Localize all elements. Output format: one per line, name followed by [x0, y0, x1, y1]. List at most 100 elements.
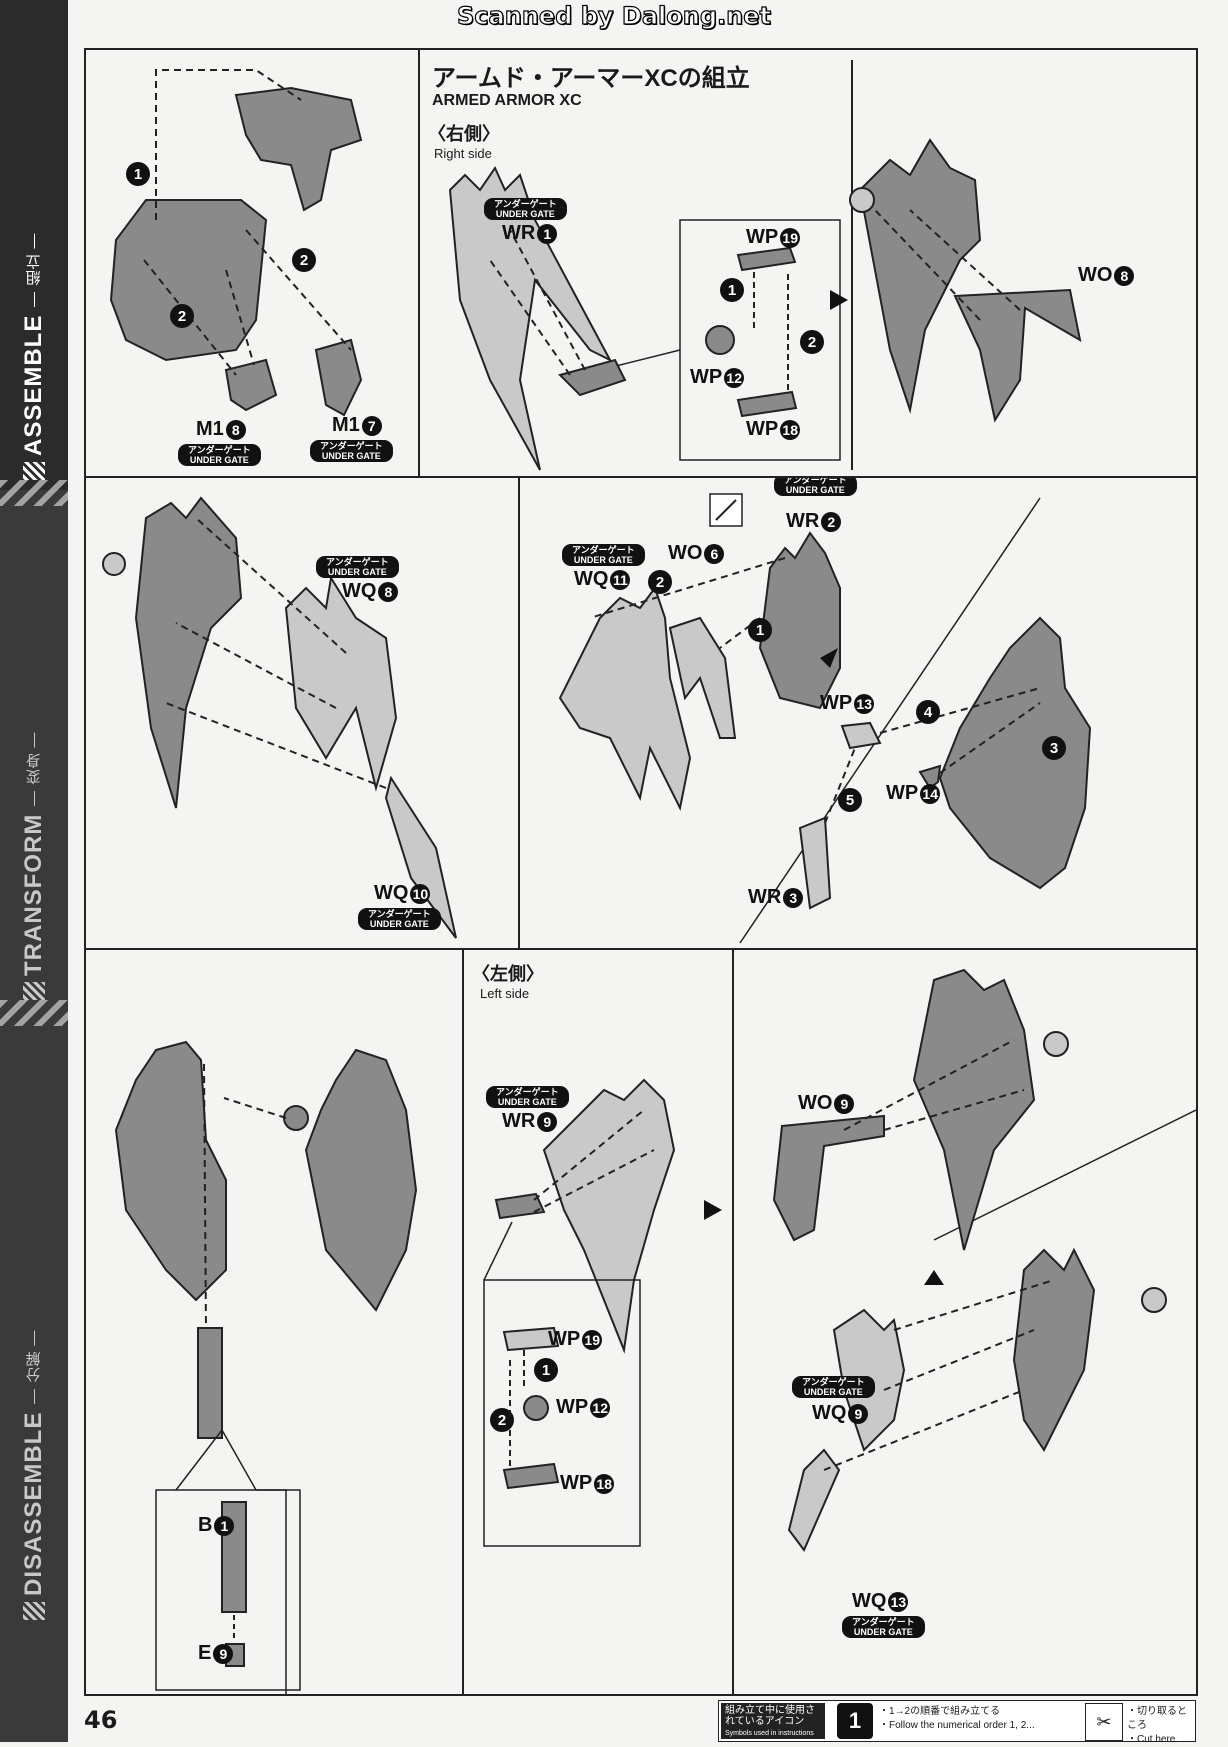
part-wp19-left-shape	[502, 1326, 560, 1352]
step-2-marker: 2	[490, 1408, 514, 1432]
sidebar-assemble-label: ASSEMBLE — 組立 —	[8, 40, 60, 480]
right-side-label-en: Right side	[434, 146, 492, 161]
next-arrow-icon	[924, 1270, 944, 1285]
part-wp-bracket	[558, 358, 627, 397]
sidebar-disassemble-label: DISASSEMBLE — 分解 —	[8, 1150, 60, 1620]
part-wq8-shape	[284, 575, 398, 792]
torso-body	[109, 199, 268, 362]
step-5-marker: 5	[838, 788, 862, 812]
legend-title: 組み立て中に使用されているアイコン Symbols used in instru…	[721, 1703, 825, 1739]
part-wp19-shape	[736, 246, 797, 272]
step-1-marker: 1	[720, 278, 744, 302]
part-m18	[224, 358, 278, 412]
part-wo6-shape	[668, 616, 737, 739]
step-2-marker: 2	[170, 304, 194, 328]
part-wp18-shape	[736, 390, 798, 418]
part-wr9-shape	[542, 1078, 676, 1354]
icon-legend: 組み立て中に使用されているアイコン Symbols used in instru…	[718, 1700, 1196, 1745]
part-m17	[314, 338, 363, 417]
next-arrow-icon	[704, 1200, 722, 1220]
cut-here-icon: ✂	[1085, 1703, 1123, 1741]
section-title-en: ARMED ARMOR XC	[432, 92, 582, 109]
hatch-icon	[23, 1602, 45, 1620]
hatch-icon	[23, 982, 45, 1000]
part-wq13-shape	[787, 1448, 841, 1552]
step-3-marker: 3	[1042, 736, 1066, 760]
sidebar-assemble-segment	[0, 0, 68, 490]
left-side-label-jp: 〈左側〉	[472, 964, 544, 984]
left-side-diagram	[483, 1078, 722, 1547]
step-number-icon: 1	[837, 1703, 873, 1739]
armor-left-upper	[912, 968, 1036, 1251]
step-1-marker: 1	[126, 162, 150, 186]
inset-box	[483, 1279, 641, 1547]
page-number: 46	[84, 1706, 118, 1734]
scan-credit: Scanned by Dalong.net	[456, 1, 771, 30]
wq-attach-diagram	[102, 496, 457, 939]
part-wp12-left-shape	[523, 1395, 549, 1421]
step-1-marker: 1	[534, 1358, 558, 1382]
legend-cut-text: ・切り取るところ ・Cut here.	[1127, 1706, 1187, 1745]
hatch-icon	[23, 462, 45, 480]
part-wp18-left-shape	[502, 1462, 560, 1490]
step-2-marker: 2	[292, 248, 316, 272]
part-wq11-shape	[558, 585, 692, 812]
next-arrow-icon	[820, 648, 838, 668]
part-wr2-shape	[758, 531, 841, 710]
part-wo8-shape	[953, 288, 1082, 423]
chest-part	[234, 86, 363, 212]
next-arrow-icon	[830, 290, 848, 310]
step-2-marker: 2	[648, 570, 672, 594]
panel-armed-armor-right: アームド・アーマーXCの組立 ARMED ARMOR XC 〈右側〉 Right…	[418, 48, 1198, 480]
right-side-label-jp: 〈右側〉	[428, 124, 500, 144]
sidebar-stripe	[0, 480, 68, 506]
part-wp12-shape	[705, 325, 735, 355]
right-side-diagram	[448, 60, 1082, 471]
left-side-wo9-diagram	[772, 968, 1196, 1552]
section-sidebar: ASSEMBLE — 組立 — TRANSFORM — 変身 — DISASSE…	[0, 0, 68, 1742]
section-title-jp: アームド・アーマーXCの組立	[432, 65, 750, 92]
part-wr3-shape	[798, 816, 832, 910]
sidebar-transform-label: TRANSFORM — 変身 —	[8, 580, 60, 1000]
left-side-label-en: Left side	[480, 986, 530, 1001]
step-1-marker: 1	[748, 618, 772, 642]
sidebar-stripe	[0, 1000, 68, 1026]
part-wp14-shape	[918, 764, 942, 790]
wr2-assembly-diagram	[558, 493, 1092, 944]
step-2-marker: 2	[800, 330, 824, 354]
armor-blade-result	[304, 1048, 418, 1312]
torso-diagram	[109, 69, 363, 417]
